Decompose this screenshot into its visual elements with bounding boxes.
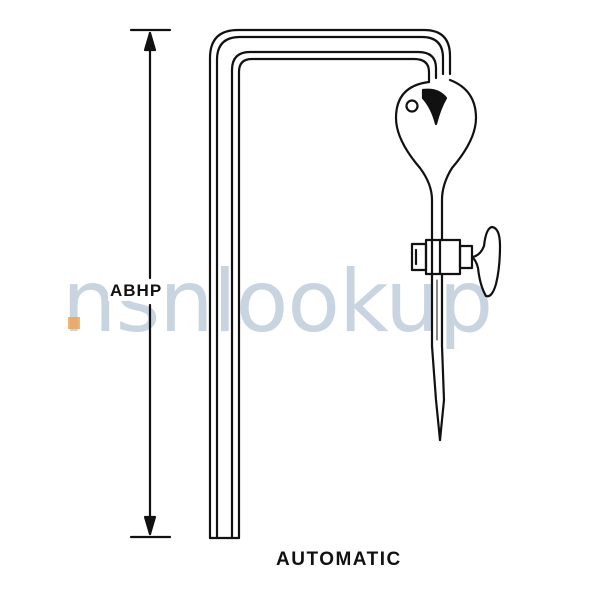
- glass-tube: [208, 28, 452, 540]
- delivery-tip: [430, 272, 446, 442]
- dimension-label: ABHP: [108, 281, 165, 301]
- diagram-caption: AUTOMATIC: [276, 549, 402, 570]
- reservoir-bulb: [394, 78, 478, 242]
- dimension-line: [129, 28, 172, 539]
- watermark-text: nsnlookup: [62, 252, 493, 352]
- stopcock-valve: [410, 225, 502, 298]
- watermark-dot: [68, 317, 80, 329]
- watermark: nsnlookup: [62, 252, 493, 352]
